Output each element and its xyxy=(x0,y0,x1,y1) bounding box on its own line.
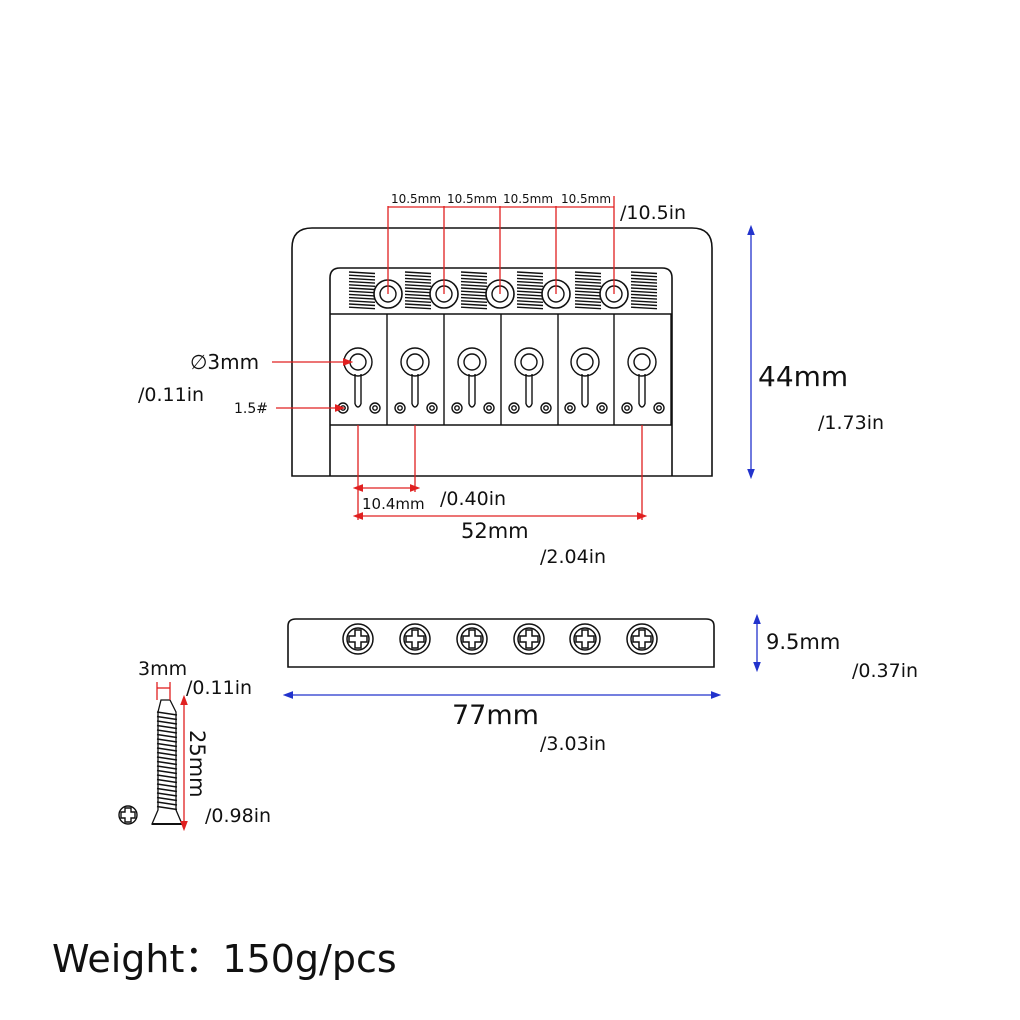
saddle-1 xyxy=(337,314,388,425)
thread-line xyxy=(156,765,178,770)
thread-line xyxy=(156,733,178,739)
total-span-label: 52mm xyxy=(461,519,529,543)
thread-line xyxy=(156,787,178,793)
spring-5 xyxy=(574,271,602,310)
hole-diameter-inch-label: /0.11in xyxy=(138,384,204,406)
saddle-3 xyxy=(451,314,502,425)
thread-line xyxy=(156,769,178,775)
saddle-6 xyxy=(621,314,672,425)
thread-line xyxy=(156,756,178,761)
side-screw-1 xyxy=(342,623,374,655)
height-label: 44mm xyxy=(758,360,848,393)
bridge-base-plate xyxy=(291,227,713,477)
total-span-inch-label: /2.04in xyxy=(540,546,606,568)
screw-size-label: 1.5# xyxy=(234,401,268,417)
side-length-label: 77mm xyxy=(452,700,539,731)
thread-line xyxy=(156,742,178,748)
spring-6 xyxy=(630,271,658,310)
side-length-inch-label: /3.03in xyxy=(540,733,606,755)
spacing-label-2: 10.5mm xyxy=(447,192,497,206)
saddles xyxy=(337,314,672,425)
weight-label: Weight：150g/pcs xyxy=(52,937,397,981)
thread-line xyxy=(156,796,178,802)
screw-head-icon xyxy=(118,805,138,825)
side-height-inch-label: /0.37in xyxy=(852,660,918,682)
first-spacing-label: 10.4mm xyxy=(362,495,425,513)
screw-dimension xyxy=(156,682,188,832)
thread-line xyxy=(156,805,178,811)
thread-line xyxy=(156,792,178,797)
side-screw-2 xyxy=(399,623,431,655)
side-screw-5 xyxy=(569,623,601,655)
bridge-recess xyxy=(329,267,673,476)
thread-line xyxy=(156,760,178,766)
intonation-springs xyxy=(348,271,658,310)
thread-line xyxy=(156,724,178,730)
thread-line xyxy=(156,783,178,788)
spring-4 xyxy=(516,271,544,310)
spacing-inch-label: /10.5in xyxy=(620,202,686,224)
side-mounting-screws xyxy=(342,623,658,655)
screw-diameter-label: 3mm xyxy=(138,658,187,680)
side-screw-3 xyxy=(456,623,488,655)
thread-line xyxy=(156,801,178,806)
bottom-spacing-dimension xyxy=(352,425,648,520)
screw-length-inch-label: /0.98in xyxy=(205,805,271,827)
thread-line xyxy=(156,720,178,725)
thread-line xyxy=(156,747,178,752)
spring-1 xyxy=(348,271,376,310)
spacing-label-4: 10.5mm xyxy=(561,192,611,206)
spacing-label-3: 10.5mm xyxy=(503,192,553,206)
saddle-4 xyxy=(508,314,559,425)
bridge-top-view xyxy=(291,227,713,477)
saddle-2 xyxy=(394,314,445,425)
thread-line xyxy=(156,715,178,721)
screw-length-label: 25mm xyxy=(185,730,209,798)
spring-3 xyxy=(460,271,488,310)
side-screw-6 xyxy=(626,623,658,655)
bridge-side-view xyxy=(287,618,715,668)
saddle-spacing-dimension xyxy=(387,196,615,294)
thread-line xyxy=(156,729,178,734)
side-height-label: 9.5mm xyxy=(766,630,840,654)
thread-line xyxy=(156,711,178,716)
thread-line xyxy=(156,774,178,779)
thread-line xyxy=(156,738,178,743)
first-spacing-inch-label: /0.40in xyxy=(440,488,506,510)
screw-diameter-inch-label: /0.11in xyxy=(186,677,252,699)
thread-line xyxy=(156,751,178,757)
saddle-5 xyxy=(564,314,615,425)
hole-diameter-label: ∅3mm xyxy=(190,350,259,374)
screw-threads xyxy=(156,711,178,811)
spring-2 xyxy=(404,271,432,310)
spacing-label-1: 10.5mm xyxy=(391,192,441,206)
thread-line xyxy=(156,778,178,784)
side-screw-4 xyxy=(513,623,545,655)
height-inch-label: /1.73in xyxy=(818,412,884,434)
